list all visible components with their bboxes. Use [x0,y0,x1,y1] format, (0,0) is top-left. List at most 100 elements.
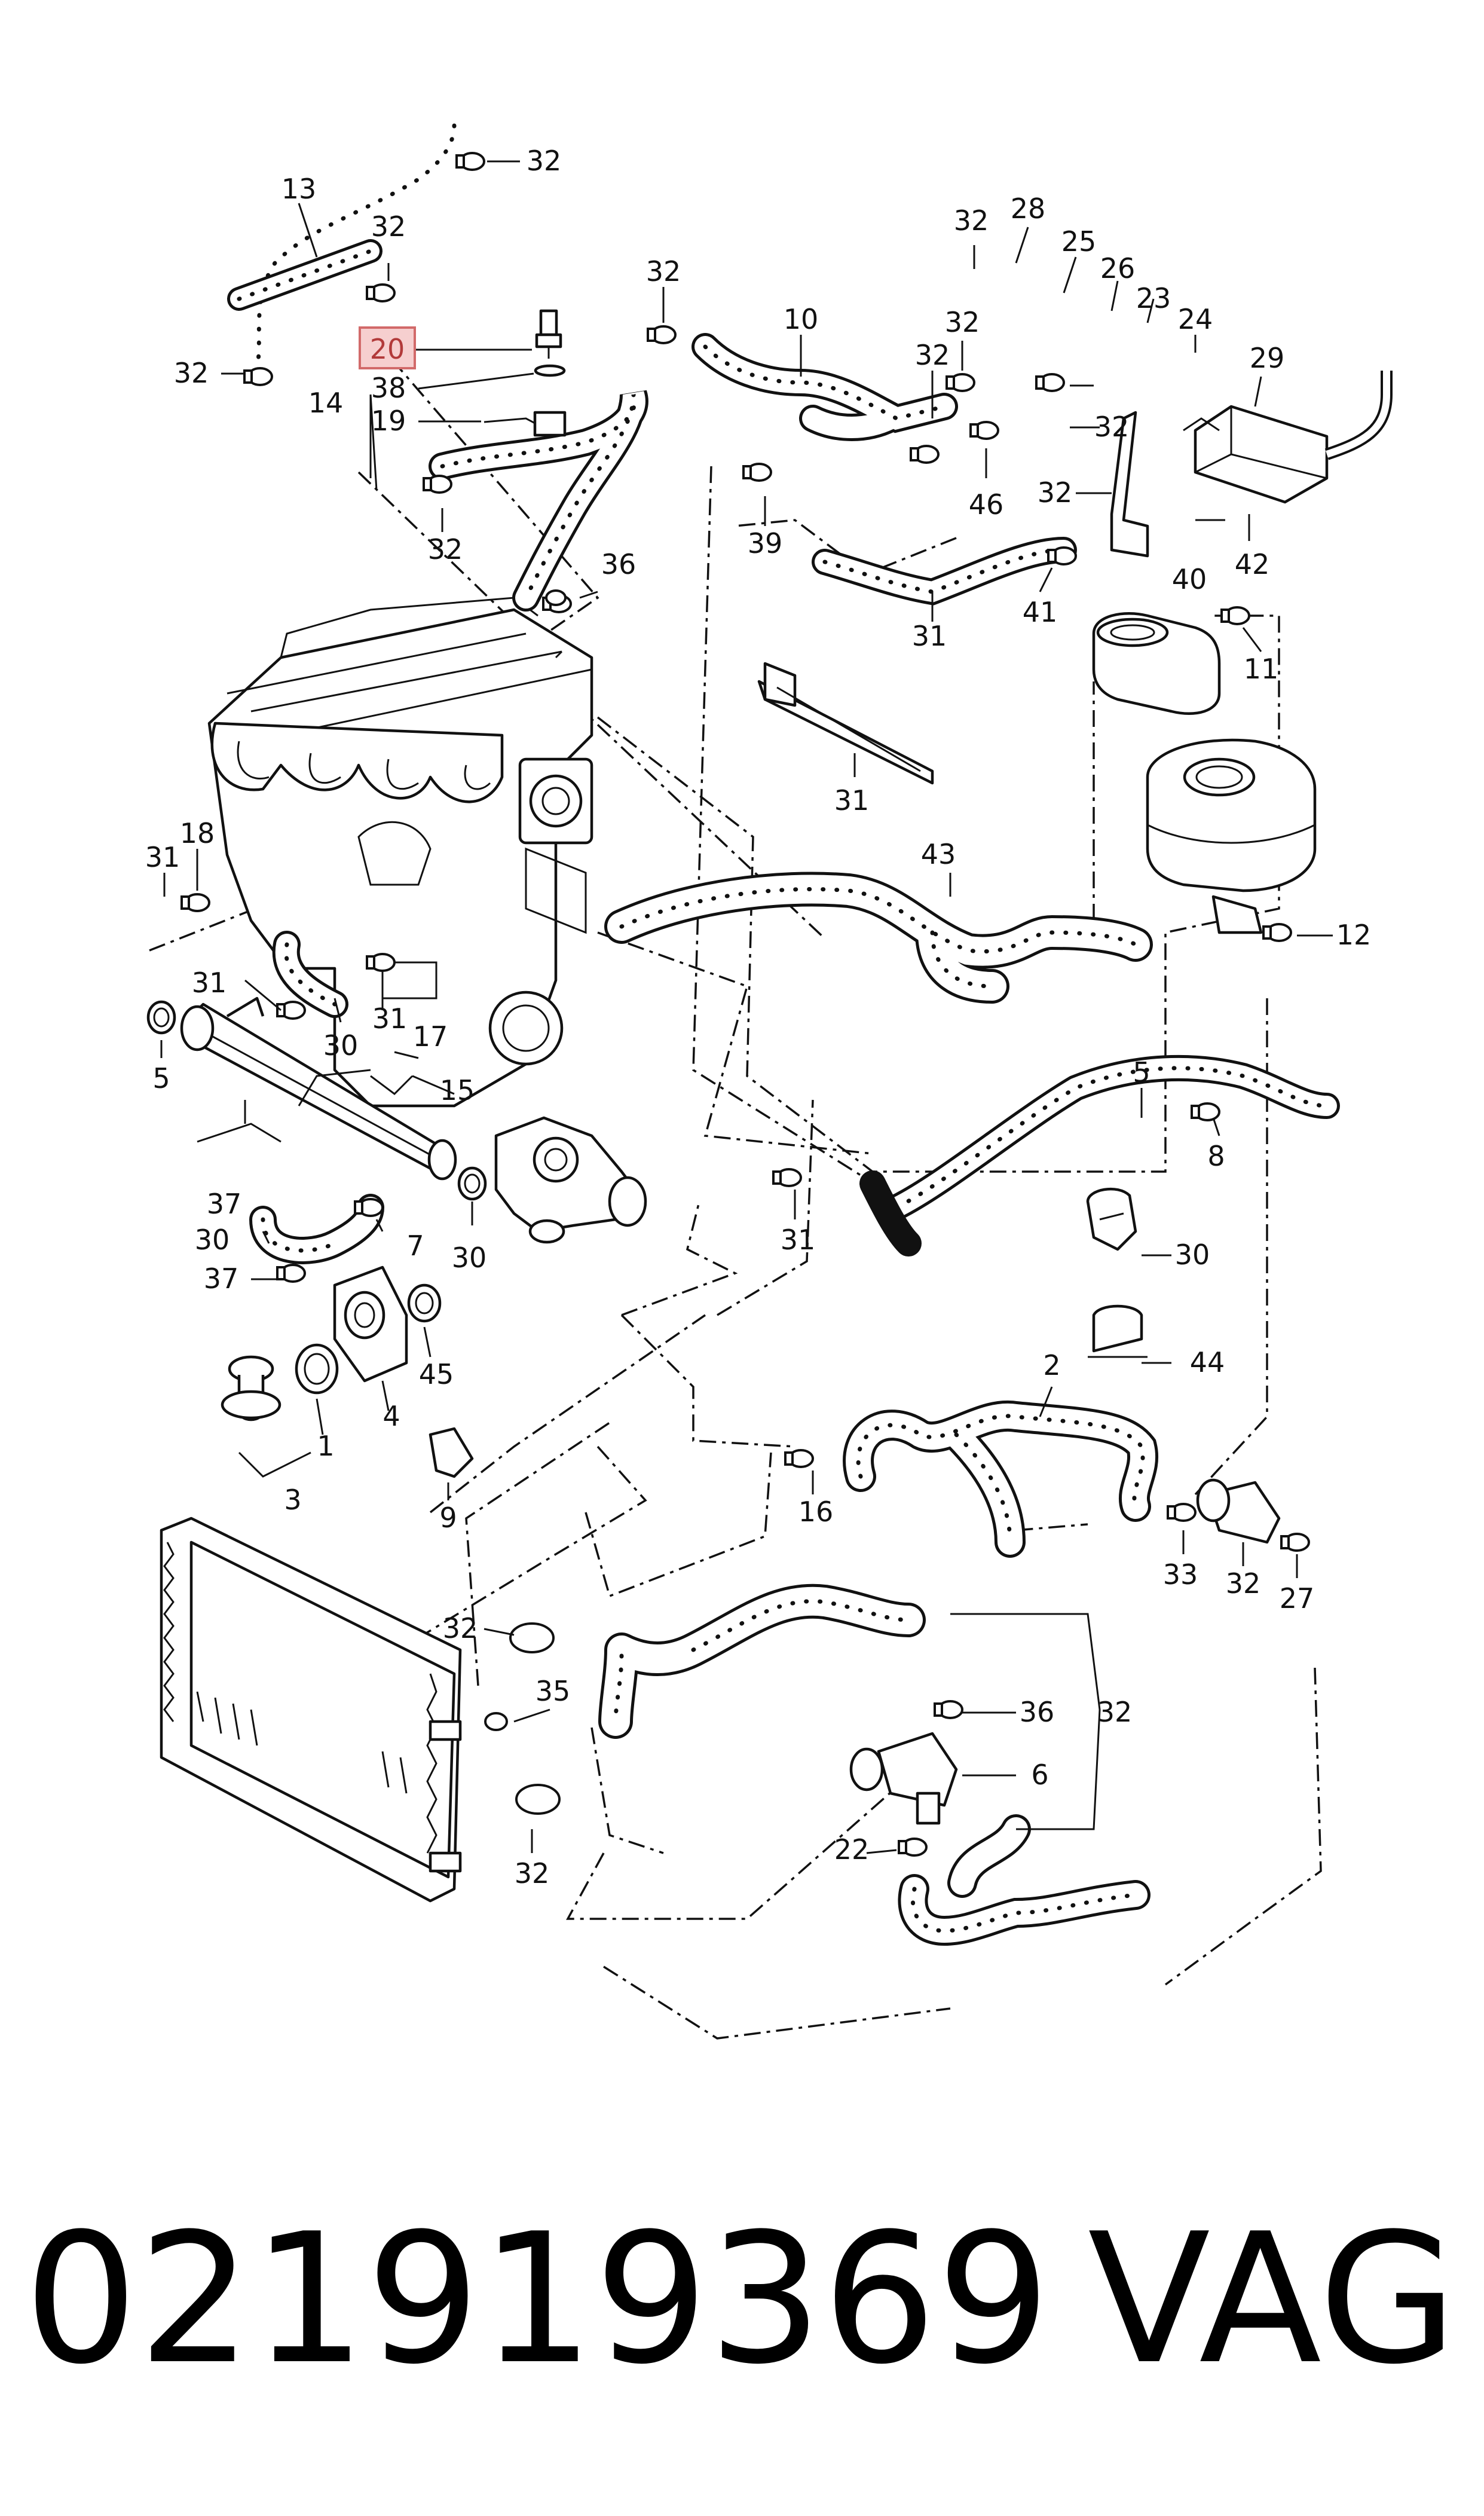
clamp [354,1198,384,1217]
label-29: 24 [1178,303,1213,335]
clamp [898,1838,928,1857]
label-32: 46 [969,488,1004,521]
assembly-dash-lines [149,334,1322,2040]
temperature-sender-20 [484,309,567,437]
label-4: 45 [419,1358,454,1390]
water-pump-1 [333,1265,408,1383]
clamp [180,893,210,912]
label-24: 23 [1136,282,1171,314]
label-32: 32 [915,339,950,371]
label-32: 32 [527,145,562,177]
label-3: 1 [317,1430,334,1462]
clamp [1035,373,1065,392]
hose-14 [429,390,648,612]
clamp [1047,546,1077,565]
components [146,309,1393,1903]
cable-tie-43 [757,662,934,785]
clamp [366,953,396,972]
thermostat-2 [221,1355,281,1421]
clamp [455,152,485,171]
label-17: 30 [323,1029,359,1062]
hose-clamps [180,152,1310,1857]
o-ring-37a-inner [153,1007,170,1028]
clamp [484,1712,508,1731]
label-35: 32 [515,1857,550,1890]
label-5: 37 [207,1188,242,1220]
clamp [784,1449,814,1468]
clip-45 [1088,1304,1148,1358]
clamp [276,1001,306,1020]
label-12: 43 [921,838,956,870]
clamp [1191,1102,1220,1121]
label-42: 40 [1172,563,1207,595]
brand: VAG [1088,2195,1457,2404]
label-39: 29 [1250,342,1285,374]
hose-6-lower [898,1814,1151,1946]
expansion-tank [1146,738,1317,934]
clamp [423,475,452,494]
clamp [934,1700,963,1719]
label-30: 31 [372,1002,408,1035]
label-31: 31 [192,967,227,999]
o-ring-37a [146,1000,176,1035]
hose-11 [812,537,1077,606]
hose-10 [691,333,958,441]
hose-13 [227,115,465,381]
label-9: 2 [1043,1349,1060,1381]
radiator [160,1517,462,1903]
label-32: 32 [371,210,406,243]
label-38: 38 [371,372,406,404]
label-32: 32 [428,533,463,565]
label-31: 11 [1244,653,1279,685]
label-5: 15 [440,1074,475,1106]
valve-22 [849,1732,958,1825]
clamp [1220,606,1250,625]
label-44: 30 [1175,1239,1210,1271]
label-2: 3 [284,1484,301,1516]
label-1: 4 [383,1400,400,1432]
label-6: 32 [1097,1696,1133,1728]
label-36: 36 [601,548,637,580]
clamp [545,589,567,606]
clip-44 [1086,1187,1137,1251]
label-11: 31 [912,620,947,652]
leader-lines [160,160,1333,1854]
label-14: 14 [308,387,344,419]
label-46: 32 [1094,411,1130,443]
hose-6 [598,1583,926,1739]
heat-exchanger-11 [1092,612,1221,715]
clamp [1167,1503,1197,1522]
o-ring-4 [407,1283,442,1323]
label-13: 13 [281,173,317,205]
clamp [742,463,772,482]
label-37: 30 [452,1242,487,1274]
label-16: 9 [439,1502,457,1534]
label-15: 17 [413,1020,448,1053]
label-35: 32 [443,1612,478,1644]
clamp [276,1264,306,1283]
part-labels: 13 32 32 32 20 38 14 19 32 36 32 10 32 3… [145,145,1372,1890]
clamp [1280,1533,1310,1552]
label-20: 20 [370,333,405,365]
engine-block [207,597,593,1108]
hose-9 [843,1400,1158,1558]
label-43: 31 [834,784,870,817]
label-23: 26 [1100,252,1136,285]
label-32: 39 [748,527,783,560]
label-32: 22 [834,1833,870,1866]
clamp [772,1168,802,1187]
label-30: 31 [781,1224,816,1256]
label-30: 7 [406,1230,424,1262]
hose-8 [859,1054,1340,1257]
hoses [227,115,1340,1946]
label-31: 12 [1336,919,1372,951]
label-37: 5 [152,1062,170,1095]
label-31: 37 [204,1262,239,1295]
clamp [946,373,975,392]
label-31: 18 [180,817,215,849]
clamp [910,445,940,464]
clamp [509,1622,555,1653]
o-ring-37b [457,1166,487,1201]
clamp [515,1784,561,1815]
